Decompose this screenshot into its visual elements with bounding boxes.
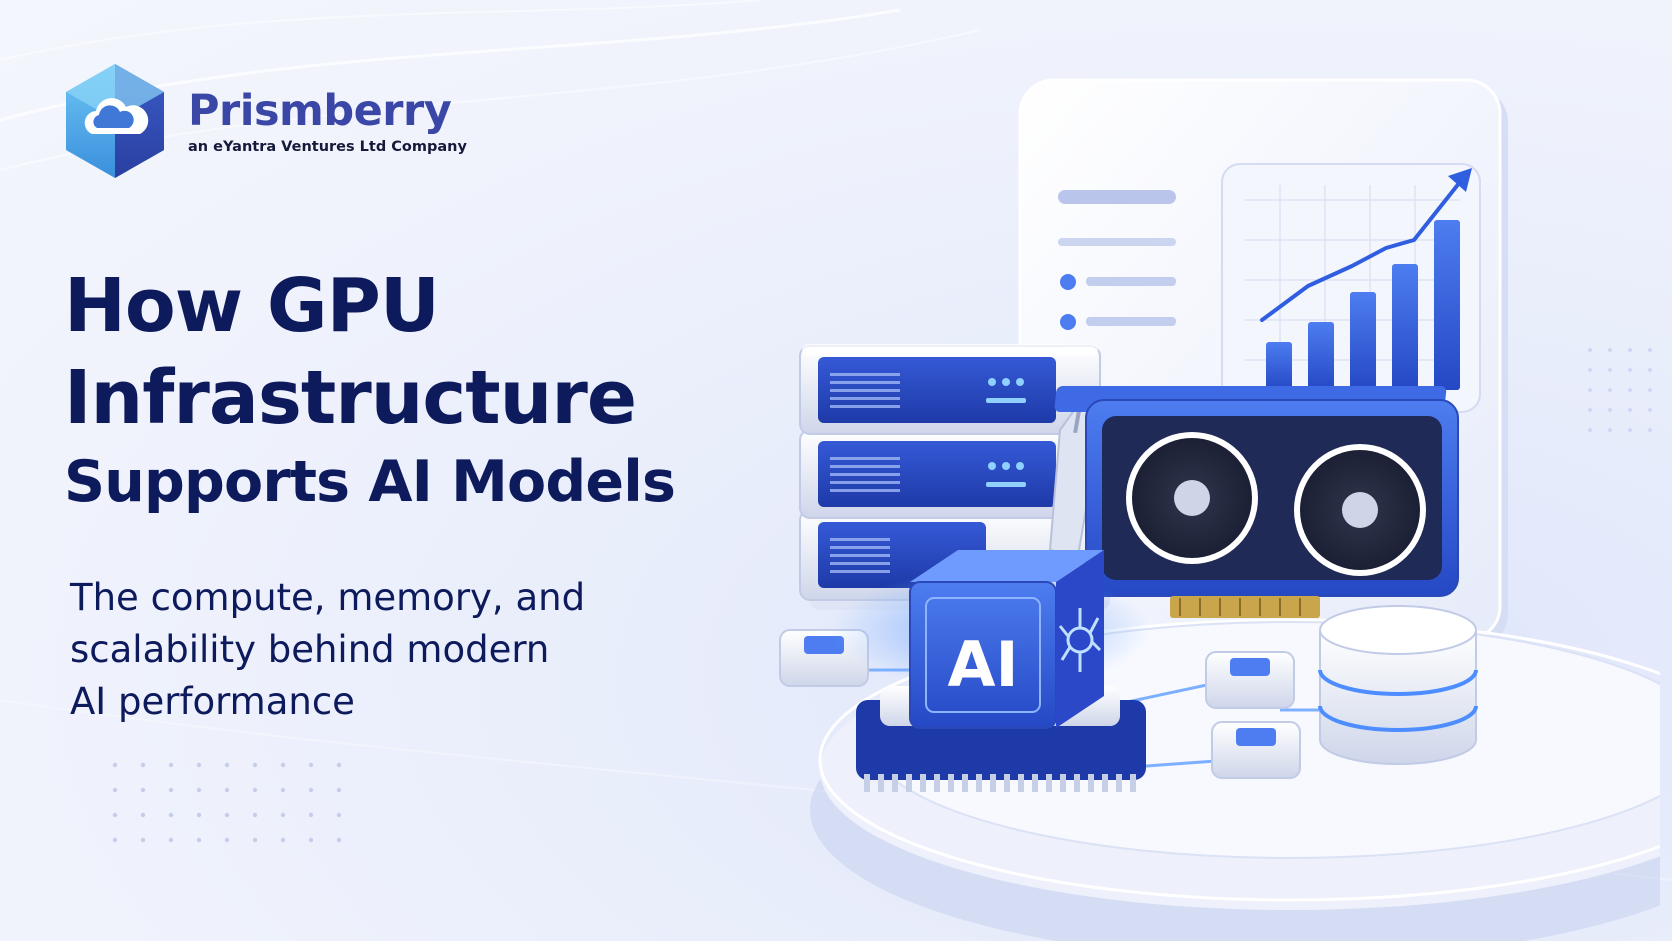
title-line-3: Supports AI Models [64,449,676,515]
subtitle-line-2: scalability behind modern [70,628,550,671]
brand-name: Prismberry [188,86,452,136]
subtitle-line-1: The compute, memory, and [70,576,586,619]
gpu-card-icon [1048,386,1459,618]
cloud-icon [66,64,164,178]
ai-chip-icon: AI [830,550,1150,792]
title-line-2: Infrastructure [64,355,637,441]
subtitle-line-3: AI performance [70,680,355,723]
gpu-infrastructure-illustration: AI [779,78,1660,941]
brand-logo: Prismberry an eYantra Ventures Ltd Compa… [64,62,467,180]
title-line-1: How GPU [64,263,440,349]
decorative-dots [112,762,342,843]
database-icon [1318,605,1478,765]
chip-label: AI [947,628,1018,701]
page-title: How GPU Infrastructure Supports AI Model… [64,260,676,520]
subtitle: The compute, memory, and scalability beh… [70,572,710,728]
growth-chart-icon [1221,163,1481,413]
brand-tagline: an eYantra Ventures Ltd Company [188,139,467,155]
